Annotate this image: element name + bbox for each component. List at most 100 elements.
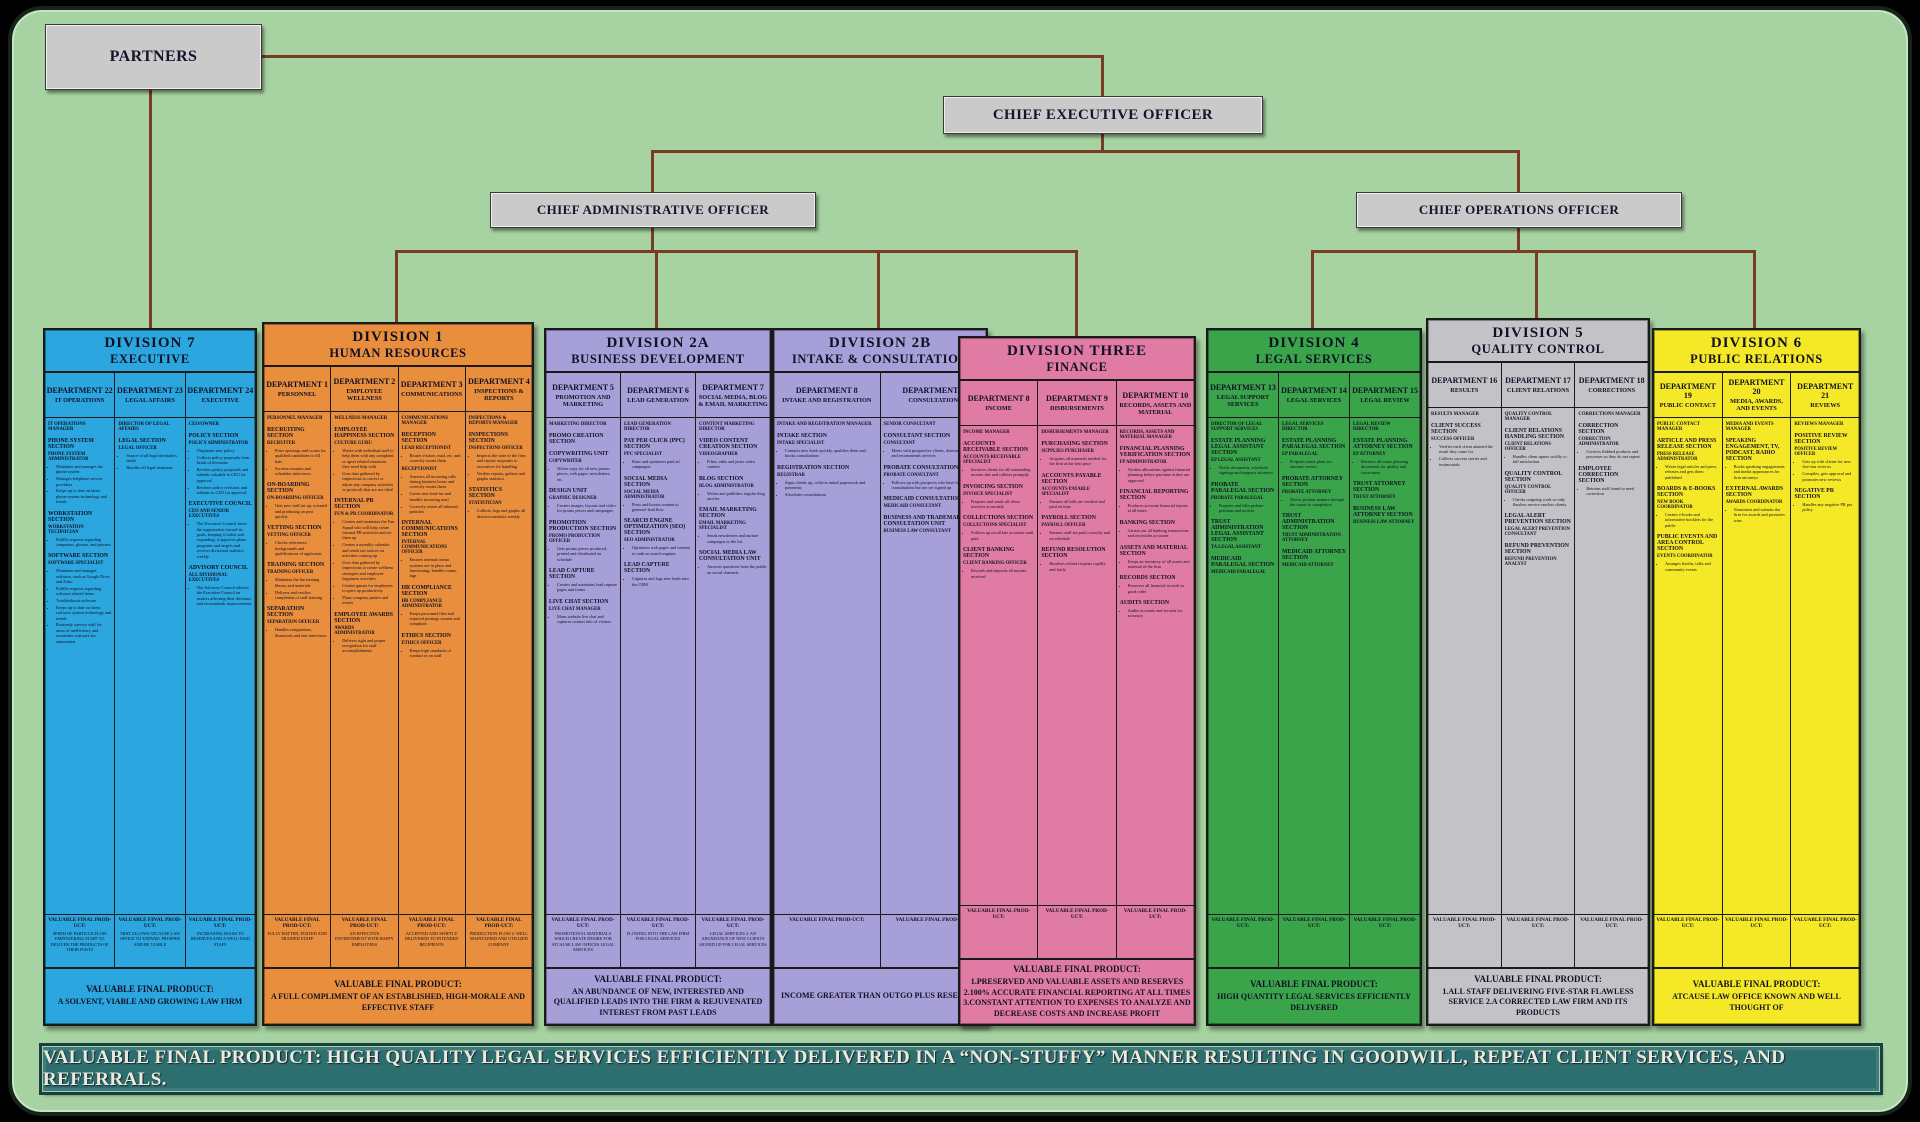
section-role: CEO AND SENIOR EXECUTIVES [188, 509, 230, 520]
duty-item: Keeps up to date on latest phone system … [56, 488, 111, 504]
duty-item: Delivers right and proper recognition fo… [342, 638, 394, 654]
section-header: ADVISORY COUNCIL [188, 564, 248, 571]
section-duties: Prepares and files probate petitions and… [1211, 503, 1275, 514]
department-vfp-box: VALUABLE FINAL PROD-UCT:SPEED OF PARTICL… [45, 914, 115, 967]
duty-item: Schedules consultations [785, 492, 877, 497]
department-vfp-box: VALUABLE FINAL PROD-UCT:LEGAL SERVICES 2… [696, 914, 770, 967]
department-vfp-label: VALUABLE FINAL PROD-UCT: [701, 917, 765, 929]
division-vfp-label: VALUABLE FINAL PRODUCT: [1692, 979, 1821, 990]
section-header: CORRECTION SECTION [1578, 423, 1619, 435]
department-vfp-label: VALUABLE FINAL PROD-UCT: [789, 917, 865, 923]
section-header: TRAINING SECTION [267, 562, 325, 569]
duty-item: Checks references, backgrounds and quali… [275, 540, 327, 556]
section-role: NEW BOOK COORDINATOR [1657, 500, 1693, 511]
duty-item: Ensures all bills are verified and paid … [1049, 499, 1112, 510]
department-vfp-text: THAT ALLOWS ATCAUSE LAW OFFICE TO EXPAND… [119, 931, 181, 947]
valuable-final-product-banner: VALUABLE FINAL PRODUCT: HIGH QUALITY LEG… [39, 1043, 1883, 1095]
duty-item: Follows up on all late accounts until pa… [971, 530, 1034, 541]
duty-item: Gets up with clients for new five-star r… [1802, 459, 1856, 470]
connector-line [1101, 55, 1104, 96]
section-duties: Corrects flubbed products and processes … [1578, 449, 1645, 460]
duty-item: Routinely surveys staff for areas of ine… [56, 622, 111, 643]
section-role: CORRECTION ADMINISTRATOR [1578, 437, 1619, 447]
division-vfp-text: 1.ALL STAFF DELIVERING FIVE-STAR FLAWLES… [1442, 986, 1634, 1017]
section-duties: Delivers right and proper recognition fo… [334, 638, 394, 654]
section-duties: Preserves all financial records in good … [1120, 583, 1191, 594]
department-name: REVIEWS [1810, 401, 1841, 409]
section-role: INSPECTIONS OFFICER [468, 446, 523, 451]
duty-item: Verifies reports, gathers and graphs sta… [477, 471, 529, 482]
department-name: LEGAL SUPPORT SERVICES [1216, 393, 1270, 408]
department-name: INCOME [985, 405, 1012, 412]
section-duties: Routes visitors, mail, etc. and correctl… [402, 453, 462, 464]
department-number: DEPARTMENT 20 [1728, 378, 1785, 396]
connector-line [260, 55, 1104, 58]
duty-item: Optimizes web pages and content to rank … [632, 545, 692, 556]
department-number: DEPARTMENT 8 [967, 394, 1030, 403]
section-role: FUN & PR COORDINATOR [334, 512, 394, 518]
section-header: INTAKE SECTION [777, 433, 827, 439]
section-duties: The Advisory Council advises the Executi… [189, 585, 252, 606]
section-role: PROBATE CONSULTANT [883, 472, 939, 478]
department-role: WELLNESS MANAGER [334, 416, 388, 421]
department-role: SENIOR CONSULTANT [883, 422, 936, 427]
section-duties: Gets up with clients for new five-star r… [1794, 459, 1856, 482]
ceo-label: CHIEF EXECUTIVE OFFICER [992, 106, 1214, 123]
section-header: VIDEO CONTENT CREATION SECTION [699, 438, 758, 450]
connector-line [395, 250, 1078, 253]
department-role: LEGAL REVIEW DIRECTOR [1353, 422, 1391, 432]
section-duties: Creates and maintains lead capture pages… [549, 582, 617, 593]
section-duties: Signs clients up, collects initial paper… [777, 480, 877, 498]
section-header: BUSINESS LAW ATTORNEY SECTION [1353, 506, 1413, 519]
section-duties: Maintains and manages the phone systemMa… [48, 464, 111, 505]
department-role: RESULTS MANAGER [1431, 412, 1479, 417]
section-role: PROMO PRODUCTION OFFICER [549, 533, 601, 544]
department-vfp-label: VALUABLE FINAL PROD-UCT: [274, 917, 320, 929]
department-number: DEPARTMENT 1 [266, 380, 329, 389]
department-role: DISBURSEMENTS MANAGER [1041, 430, 1109, 435]
section-header: SEPARATION SECTION [267, 606, 305, 619]
section-header: RECEPTION SECTION [401, 432, 436, 444]
department-vfp-box: VALUABLE FINAL PROD-UCT: [1654, 914, 1722, 967]
duty-item: Preserves all financial records in good … [1128, 583, 1191, 594]
department-vfp-box: VALUABLE FINAL PROD-UCT: [1038, 905, 1116, 958]
duty-item: Answers questions from the public on soc… [707, 564, 767, 575]
section-role: TRUST ADMINISTRATION ATTORNEY [1282, 533, 1341, 544]
department-name: LEAD GENERATION [627, 397, 689, 404]
connector-line [655, 250, 658, 328]
division-subtitle: EXECUTIVE [110, 352, 190, 366]
division-title: DIVISION 2B [828, 335, 932, 351]
partners-label: PARTNERS [109, 48, 198, 65]
section-role: PROBATE ATTORNEY [1282, 489, 1332, 495]
department-vfp-box: VALUABLE FINAL PROD-UCT:THAT ALLOWS ATCA… [115, 914, 185, 967]
division-subtitle: HUMAN RESOURCES [329, 346, 467, 360]
section-header: STATISTICS SECTION [468, 487, 503, 500]
duty-item: Manages telephone service providers [56, 476, 111, 487]
department-name: EMPLOYEE WELLNESS [346, 387, 383, 402]
division-vfp-label: VALUABLE FINAL PRODUCT: [1013, 964, 1141, 975]
section-role: SEO ADMINISTRATOR [624, 538, 675, 544]
duty-item: Fulfills requests regarding computers, p… [56, 537, 111, 548]
coo-box: CHIEF OPERATIONS OFFICER [1356, 192, 1682, 228]
section-duties: The Executive Council steers the organiz… [189, 521, 252, 559]
section-header: INTERNAL COMMUNICATIONS SECTION [401, 520, 458, 539]
department-name: LEGAL REVIEW [1360, 397, 1410, 404]
section-role: CULTURE GURU [334, 441, 372, 446]
duty-item: Writes legal articles and press releases… [1665, 464, 1719, 480]
section-role: POSITIVE REVIEW OFFICER [1794, 447, 1838, 457]
department-role: CEO/OWNER [188, 422, 220, 427]
section-role: EP PARALEGAL [1282, 452, 1318, 457]
duty-item: Keeps high standards of conduct in on st… [410, 648, 462, 659]
department-number: DEPARTMENT 8 [795, 386, 858, 395]
